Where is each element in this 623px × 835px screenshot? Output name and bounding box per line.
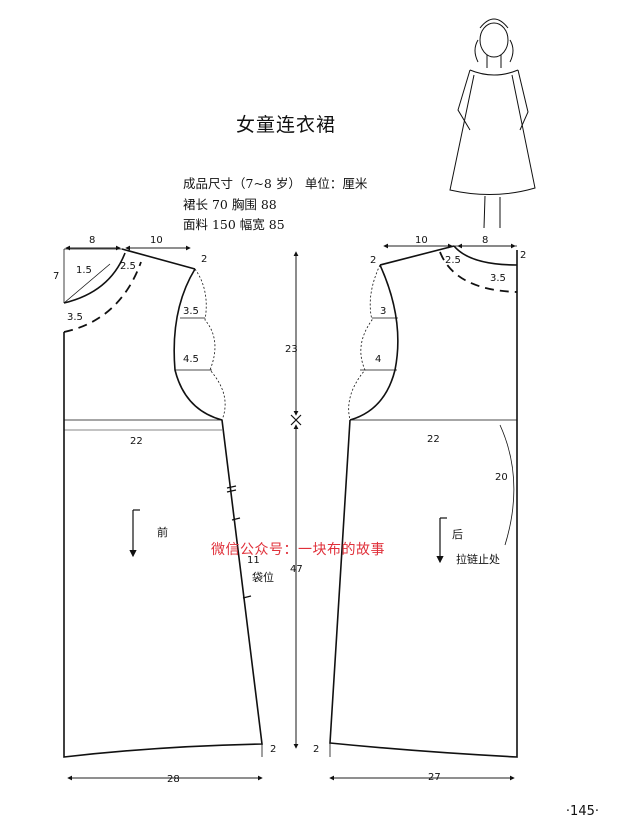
- front-neck-depth-label: 7: [53, 271, 59, 282]
- page-number: ·145·: [565, 804, 599, 819]
- back-labels: 10 8 2 2.5 2 3.5 3 4 22 20 后 拉链止处 2 27: [313, 235, 526, 783]
- front-armhole: [173, 268, 223, 421]
- back-pattern-piece: [329, 243, 518, 781]
- front-labels: 8 10 7 1.5 2.5 3.5 2 3.5 4.5 22 前 11 袋位 …: [53, 235, 276, 785]
- back-outline: [329, 250, 518, 758]
- front-chest-label: 22: [130, 436, 143, 447]
- front-pattern-piece: [63, 245, 263, 781]
- armhole-depth-label: 23: [285, 344, 298, 355]
- girl-illustration: [449, 18, 536, 229]
- front-neck-width-label: 8: [89, 235, 95, 246]
- front-neck-curve-label: 2.5: [120, 261, 136, 272]
- front-armhole-b-label: 4.5: [183, 354, 199, 365]
- back-chest-label: 22: [427, 434, 440, 445]
- back-piece-label: 后: [452, 528, 463, 541]
- front-armhole-a-label: 3.5: [183, 306, 199, 317]
- back-neckline: [453, 245, 518, 266]
- spec-length-chest: 裙长 70 胸围 88: [183, 197, 277, 212]
- back-armhole-a-label: 3: [380, 306, 386, 317]
- watermark-text: 微信公众号：一块布的故事: [211, 542, 385, 558]
- front-pocket-len-label: 11: [247, 555, 260, 566]
- front-outline: [63, 332, 263, 758]
- front-shoulder-label: 10: [150, 235, 163, 246]
- back-armhole: [349, 264, 399, 421]
- back-shoulder-drop-label: 2: [370, 255, 376, 266]
- back-collar-offset-label: 3.5: [490, 273, 506, 284]
- back-shoulder: [379, 245, 455, 266]
- front-neck-diag-label: 1.5: [76, 265, 92, 276]
- back-shoulder-label: 10: [415, 235, 428, 246]
- back-zip-len-label: 20: [495, 472, 508, 483]
- back-hem-label: 27: [428, 772, 441, 783]
- center-measure-line: [290, 251, 302, 749]
- front-piece-label: 前: [157, 525, 168, 539]
- front-collar-offset-label: 3.5: [67, 312, 83, 323]
- back-collar-dashed: [439, 251, 518, 293]
- back-neck-depth-label: 2: [520, 250, 526, 261]
- skirt-length-label: 47: [290, 564, 303, 575]
- front-hem-label: 28: [167, 774, 180, 785]
- spec-size-unit: 成品尺寸（7~8 岁） 单位：厘米: [183, 176, 368, 191]
- back-armhole-b-label: 4: [375, 354, 381, 365]
- back-hem-rise-label: 2: [313, 744, 319, 755]
- front-shoulder: [121, 248, 196, 270]
- spec-fabric: 面料 150 幅宽 85: [183, 217, 285, 232]
- front-pocket-label: 袋位: [252, 570, 274, 584]
- front-collar-dashed: [63, 261, 142, 333]
- back-neck-width-label: 8: [482, 235, 488, 246]
- front-hem-rise-label: 2: [270, 744, 276, 755]
- back-zip-label: 拉链止处: [456, 552, 500, 566]
- back-neck-curve-label: 2.5: [445, 255, 461, 266]
- pattern-title: 女童连衣裙: [236, 114, 337, 136]
- front-shoulder-drop-label: 2: [201, 254, 207, 265]
- front-neckline: [63, 252, 126, 304]
